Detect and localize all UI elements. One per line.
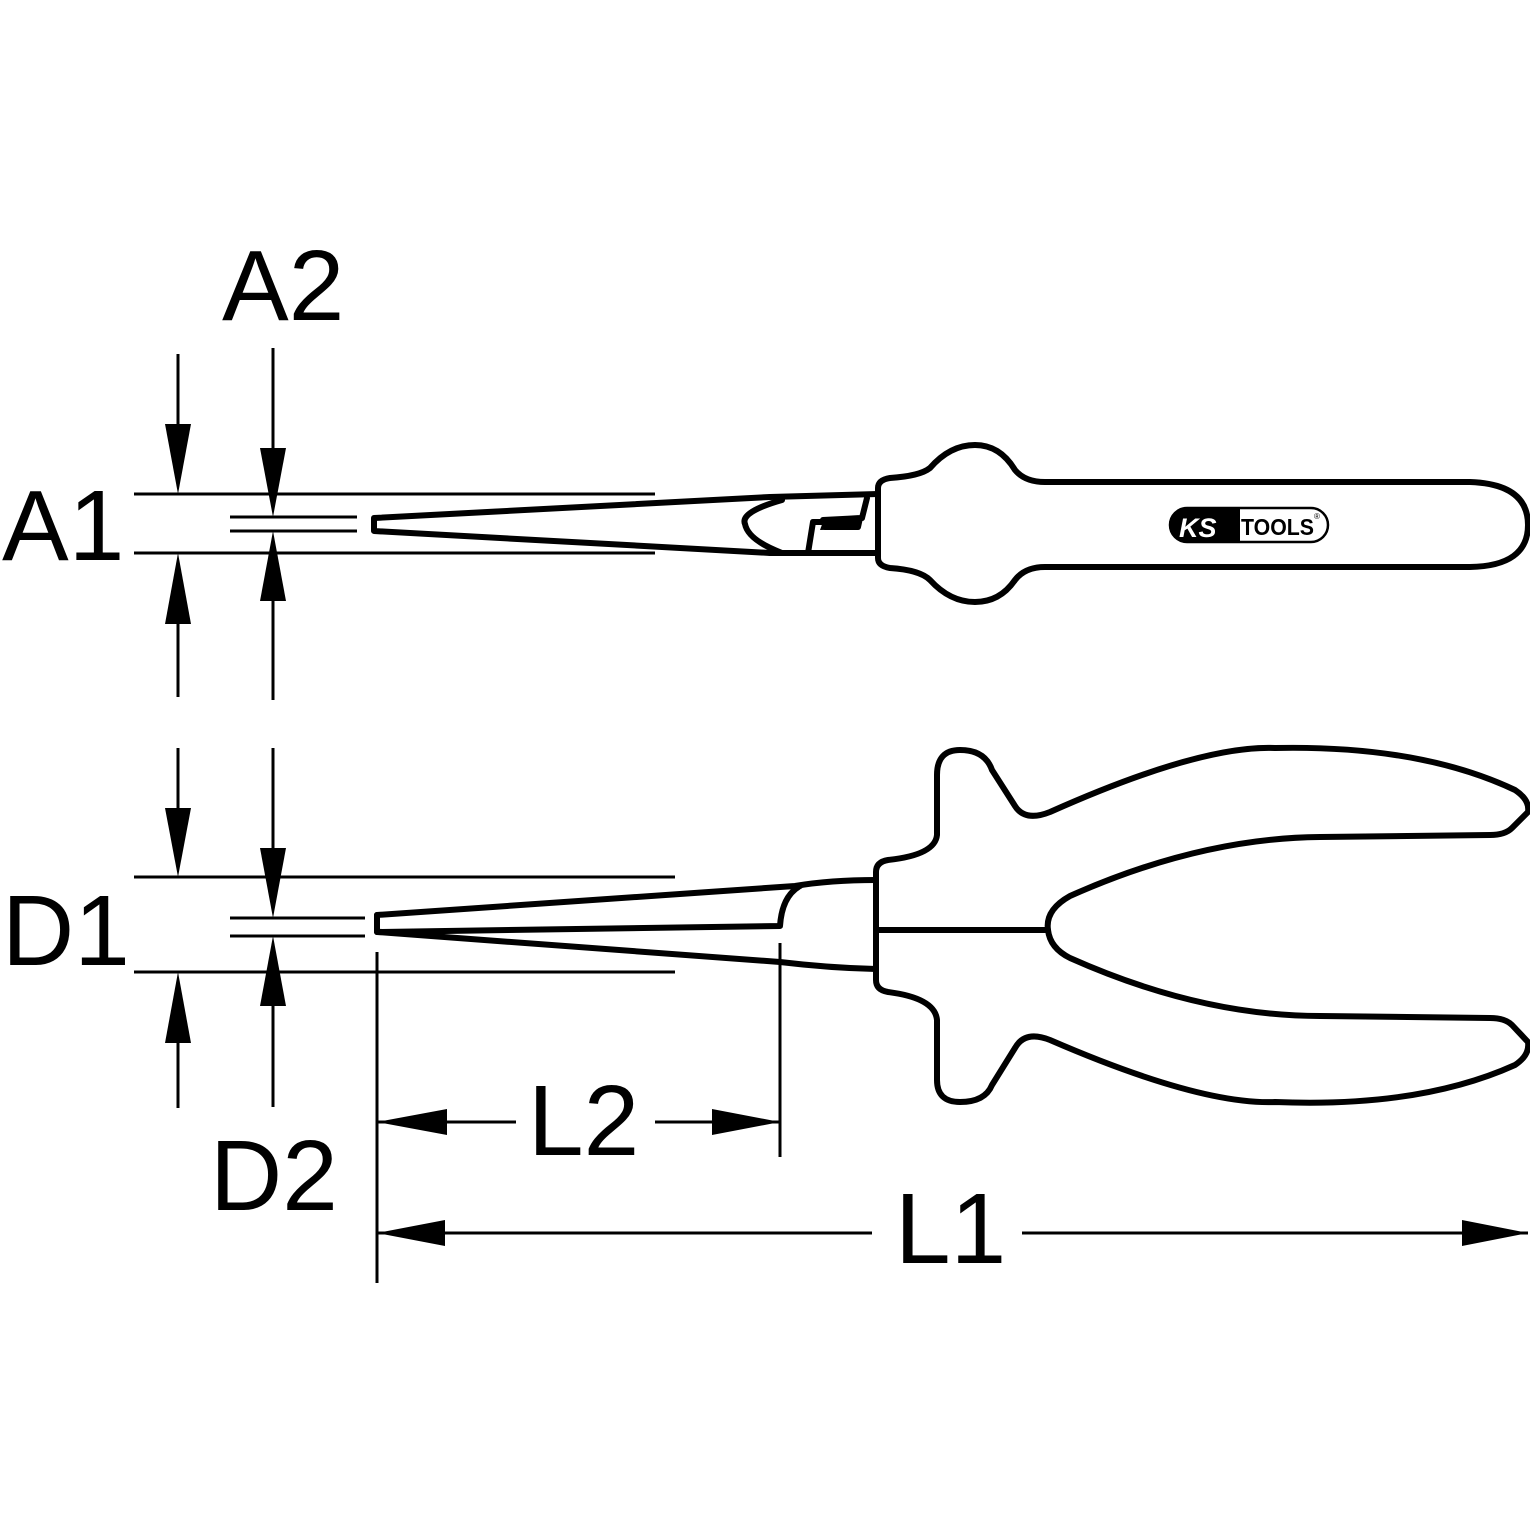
d1-top-arrow-icon <box>165 808 191 877</box>
a1-top-arrow-icon <box>165 424 191 494</box>
label-l2: L2 <box>528 1065 639 1177</box>
ks-tools-logo: KS TOOLS ® <box>1168 506 1330 544</box>
logo-tools: TOOLS <box>1241 514 1314 540</box>
label-d1: D1 <box>2 875 130 987</box>
logo-ks: KS <box>1179 513 1217 543</box>
l1-left-arrow-icon <box>377 1220 445 1246</box>
label-a1: A1 <box>2 470 124 582</box>
l2-left-arrow-icon <box>377 1109 447 1135</box>
l2-right-arrow-icon <box>712 1109 780 1135</box>
d1-bottom-arrow-icon <box>165 972 191 1043</box>
side-jaw-inner <box>374 883 803 935</box>
l1-right-arrow-icon <box>1462 1220 1528 1246</box>
top-joint-step-fill <box>820 516 862 530</box>
d2-top-arrow-icon <box>260 848 286 918</box>
top-joint-lens <box>741 497 785 556</box>
a1-bottom-arrow-icon <box>165 553 191 624</box>
top-view: A2 A1 KS TOOLS ® <box>2 230 1530 700</box>
d2-bottom-arrow-icon <box>260 936 286 1006</box>
a2-bottom-arrow-icon <box>260 531 286 601</box>
side-jaw-lower <box>374 929 879 972</box>
side-handle-outline <box>873 744 1530 1106</box>
side-view: D1 D2 L2 L1 <box>2 744 1530 1285</box>
label-d2: D2 <box>210 1120 338 1232</box>
top-jaw-outline <box>371 494 773 556</box>
logo-registered: ® <box>1314 512 1320 521</box>
label-a2: A2 <box>222 230 344 342</box>
top-joint-outline <box>767 491 881 556</box>
label-l1: L1 <box>895 1173 1006 1285</box>
a2-top-arrow-icon <box>260 448 286 517</box>
